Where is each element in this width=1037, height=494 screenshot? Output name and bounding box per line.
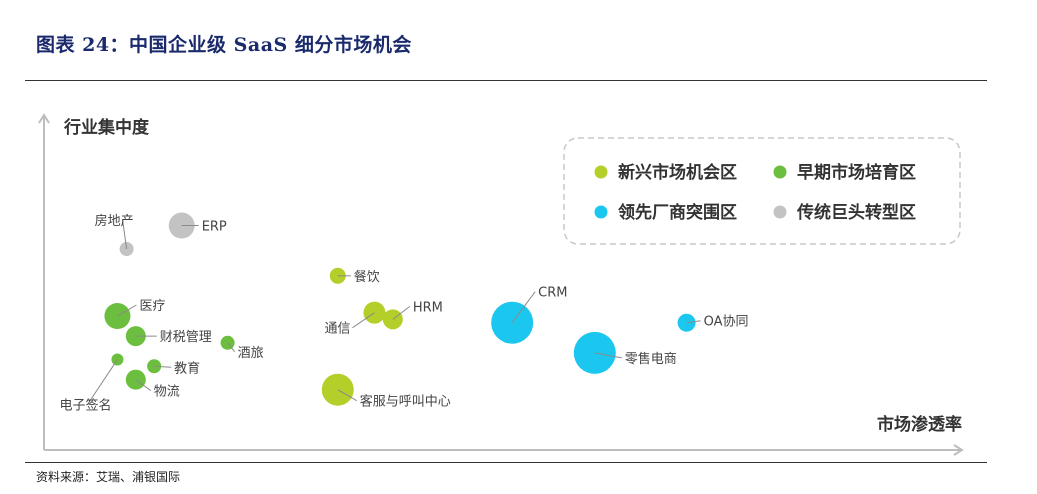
bubble-leader-line [135,379,152,392]
bubble-label: 通信 [324,322,350,337]
footer-divider [25,462,987,463]
bubble-leader-line [594,352,622,359]
bubble-leader-line [117,304,137,317]
bubble-label: 医疗 [139,299,165,314]
bubble-leader-line [337,389,358,402]
y-axis-arrow [38,113,50,124]
bubble-label: OA协同 [704,315,749,330]
x-axis-arrow [953,444,964,456]
bubble-leader-line [122,219,128,250]
source-note: 资料来源：艾瑞、浦银国际 [36,470,181,484]
bubble-label: 电子签名 [59,398,111,414]
bubble-label: 财税管理 [160,330,212,345]
bubble-label: 客服与呼叫中心 [360,394,451,410]
bubble-leader-line [154,365,172,368]
bubble-label: 教育 [174,360,200,376]
figure-title: 图表 24：中国企业级 SaaS 细分市场机会 [36,34,412,56]
bubble-label: ERP [202,220,227,235]
bubble-leader-line [686,320,701,324]
title-divider [25,80,987,81]
bubble-leader-line [87,359,118,405]
bubble-leader-line [227,342,235,353]
legend-label: 传统巨头转型区 [796,202,916,223]
legend-box [563,137,961,245]
bubble-leader-line [511,291,536,323]
bubble-label: 酒旅 [238,346,264,361]
legend-marker [594,205,608,219]
bubble-label: HRM [413,300,443,315]
bubble-leader-line [392,305,411,320]
legend-marker [773,205,787,219]
bubble-leader-line [352,312,375,329]
legend-label: 领先厂商突围区 [618,202,737,223]
bubble-label: 零售电商 [625,351,677,367]
legend-marker [594,165,608,179]
bubble-label: CRM [538,286,567,301]
x-axis-label: 市场渗透率 [877,414,962,435]
bubble-label: 房地产 [95,213,134,229]
bubble-label: 物流 [154,385,180,400]
y-axis-label: 行业集中度 [63,117,150,138]
legend-marker [773,165,787,179]
legend-label: 新兴市场机会区 [618,162,737,183]
chart-axes [38,113,964,456]
bubble-label: 餐饮 [354,269,380,285]
legend-label: 早期市场培育区 [797,162,916,183]
